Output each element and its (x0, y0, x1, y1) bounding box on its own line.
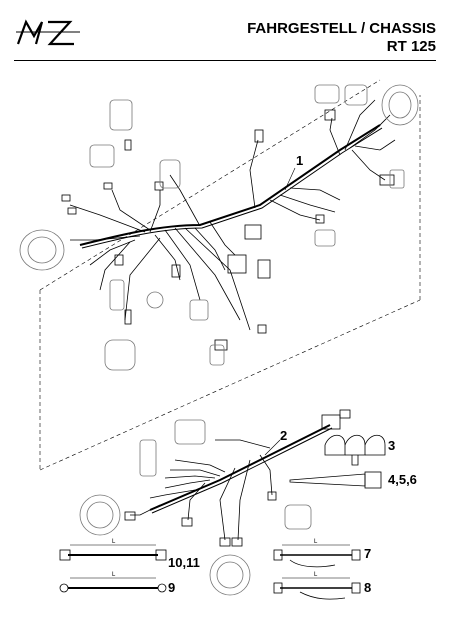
title-line-2: RT 125 (386, 38, 436, 55)
harness-1-connectors (61, 109, 395, 351)
main-harness-1 (69, 99, 396, 331)
page-title: FAHRGESTELL / CHASSIS RT 125 (247, 20, 436, 56)
clips-part-3 (324, 434, 386, 466)
harness-2 (130, 424, 333, 541)
dim-label-8: L (314, 572, 318, 578)
exploded-frame (39, 79, 421, 471)
callout-7: 7 (364, 546, 372, 561)
harness-2-connectors (124, 409, 351, 547)
callout-1: 1 (296, 153, 304, 168)
leader-lines (264, 167, 296, 456)
cable-tie-part-4-5-6 (289, 471, 382, 489)
callout-3: 3 (388, 438, 396, 453)
header-rule (14, 60, 436, 61)
title-line-1: FAHRGESTELL / CHASSIS (247, 20, 436, 37)
callout-2: 2 (280, 428, 288, 443)
mz-logo (14, 16, 84, 50)
harness-2-components (79, 419, 312, 596)
dim-label-10-11: L (112, 539, 116, 545)
cable-part-7 (273, 544, 361, 568)
callout-4-5-6: 4,5,6 (388, 472, 417, 487)
callout-9: 9 (168, 580, 176, 595)
cable-part-8 (273, 577, 361, 600)
cable-part-9 (59, 577, 167, 593)
dim-label-7: L (314, 539, 318, 545)
callout-10-11: 10,11 (168, 555, 200, 570)
dim-label-9: L (112, 572, 116, 578)
cable-part-10-11 (59, 544, 167, 561)
callout-8: 8 (364, 580, 372, 595)
components (19, 84, 419, 371)
